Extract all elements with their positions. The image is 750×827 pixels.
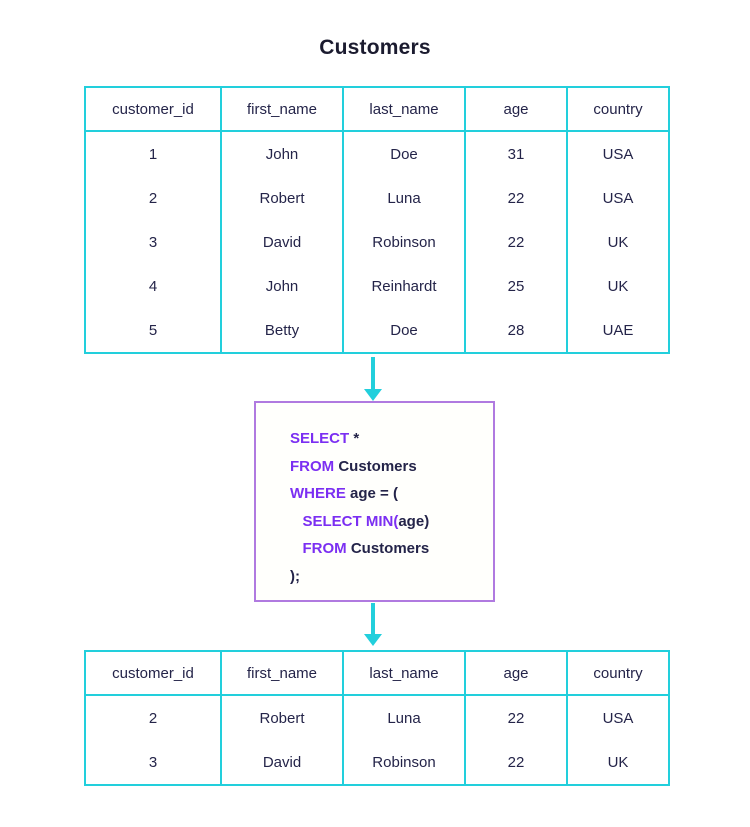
table-row: 3 David Robinson 22 UK [84,740,670,786]
cell-country: UAE [566,308,670,354]
cell-age: 22 [464,695,568,740]
cell-customer-id: 3 [84,740,222,786]
sql-identifier: age = ( [345,485,398,502]
cell-first-name: David [220,220,344,264]
sql-line: WHERE age = ( [290,485,398,502]
cell-country: USA [566,176,670,220]
column-header-last-name: last_name [342,86,466,132]
table-row: 4 John Reinhardt 25 UK [84,264,670,308]
sql-line: FROM Customers [290,458,417,475]
cell-customer-id: 2 [84,695,222,740]
cell-first-name: David [220,740,344,786]
cell-age: 25 [464,264,568,308]
sql-identifier: Customers [334,457,417,475]
column-header-last-name: last_name [342,650,466,696]
cell-first-name: Robert [220,695,344,740]
table-row: 1 John Doe 31 USA [84,131,670,176]
column-header-age: age [464,86,568,132]
cell-country: UK [566,264,670,308]
arrow-down-icon-to-query [364,357,382,401]
sql-query-box: SELECT * FROM Customers WHERE age = ( SE… [254,401,495,602]
sql-punctuation: ); [290,567,300,585]
result-table: customer_id first_name last_name age cou… [84,650,670,786]
cell-last-name: Doe [342,308,466,354]
sql-keyword: FROM [290,540,347,557]
sql-line: FROM Customers [290,540,430,557]
sql-keyword: FROM [290,457,335,475]
cell-country: UK [566,220,670,264]
table-row: 2 Robert Luna 22 USA [84,695,670,740]
cell-first-name: Betty [220,308,344,354]
table-row: 3 David Robinson 22 UK [84,220,670,264]
sql-query-code: SELECT * FROM Customers WHERE age = ( SE… [256,403,493,590]
sql-identifier: Customers [346,540,430,557]
cell-customer-id: 3 [84,220,222,264]
column-header-customer-id: customer_id [84,650,222,696]
cell-age: 31 [464,131,568,176]
cell-last-name: Luna [342,176,466,220]
cell-customer-id: 4 [84,264,222,308]
table-row: 5 Betty Doe 28 UAE [84,308,670,354]
cell-last-name: Robinson [342,740,466,786]
column-header-first-name: first_name [220,86,344,132]
cell-age: 22 [464,220,568,264]
cell-first-name: John [220,131,344,176]
sql-line: SELECT MIN(age) [290,512,430,530]
cell-age: 22 [464,740,568,786]
sql-keyword: WHERE [290,485,346,502]
cell-customer-id: 1 [84,131,222,176]
cell-first-name: Robert [220,176,344,220]
column-header-first-name: first_name [220,650,344,696]
page-title: Customers [319,36,431,59]
cell-country: USA [566,695,670,740]
column-header-age: age [464,650,568,696]
sql-line: ); [290,568,300,585]
sql-identifier: age) [398,512,430,530]
table-row: 2 Robert Luna 22 USA [84,176,670,220]
sql-keyword: SELECT MIN( [290,512,399,530]
arrow-down-icon-to-result [364,603,382,646]
column-header-customer-id: customer_id [84,86,222,132]
sql-keyword: SELECT [290,430,350,447]
cell-customer-id: 5 [84,308,222,354]
cell-last-name: Robinson [342,220,466,264]
cell-country: USA [566,131,670,176]
cell-last-name: Reinhardt [342,264,466,308]
column-header-country: country [566,86,670,132]
sql-line: SELECT * [290,430,359,447]
table-header-row: customer_id first_name last_name age cou… [84,650,670,696]
cell-customer-id: 2 [84,176,222,220]
sql-identifier: * [349,430,360,447]
column-header-country: country [566,650,670,696]
cell-last-name: Doe [342,131,466,176]
table-header-row: customer_id first_name last_name age cou… [84,86,670,132]
source-table-customers: customer_id first_name last_name age cou… [84,86,670,354]
cell-country: UK [566,740,670,786]
cell-first-name: John [220,264,344,308]
cell-age: 28 [464,308,568,354]
cell-age: 22 [464,176,568,220]
cell-last-name: Luna [342,695,466,740]
